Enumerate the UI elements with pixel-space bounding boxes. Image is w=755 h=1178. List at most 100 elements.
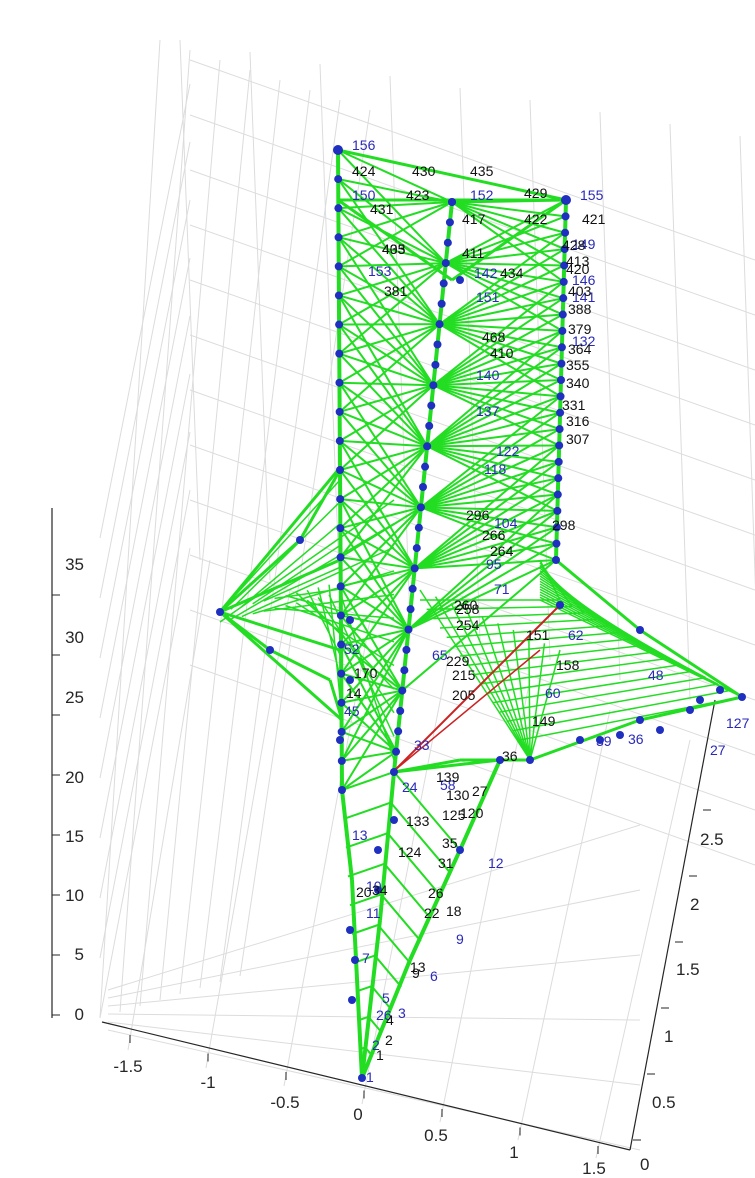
mesh-nodes bbox=[216, 145, 746, 1082]
grid-line bbox=[139, 59, 221, 1007]
mesh-edge bbox=[439, 248, 566, 326]
mesh-node bbox=[553, 506, 562, 515]
mesh-edge bbox=[359, 1046, 366, 1051]
mesh-node bbox=[427, 401, 436, 410]
element-number-label: 14 bbox=[346, 685, 362, 701]
grid-line bbox=[179, 39, 201, 561]
mesh-node bbox=[439, 279, 448, 288]
mesh-node bbox=[408, 584, 417, 593]
mesh-edge bbox=[473, 650, 658, 676]
mesh-edge bbox=[393, 771, 461, 851]
mesh-edge bbox=[439, 323, 562, 365]
mesh-edge bbox=[439, 323, 563, 349]
mesh-node bbox=[738, 693, 746, 701]
axes-grid bbox=[99, 39, 755, 1159]
grid-line bbox=[189, 114, 755, 316]
mesh-node bbox=[560, 245, 569, 254]
mesh-node bbox=[552, 523, 561, 532]
mesh-edge bbox=[407, 493, 559, 631]
mesh-node bbox=[336, 495, 345, 504]
y-tick-label: 2.5 bbox=[700, 830, 724, 849]
mesh-node bbox=[561, 212, 570, 221]
node-number-label: 65 bbox=[432, 647, 448, 663]
element-number-label: 430 bbox=[412, 163, 436, 179]
mesh-node bbox=[335, 320, 344, 329]
element-number-label: 298 bbox=[552, 517, 576, 533]
grid-line bbox=[249, 51, 271, 581]
mesh-node bbox=[555, 425, 564, 434]
mesh-edge bbox=[420, 493, 558, 509]
highlight-edge bbox=[394, 604, 561, 771]
mesh-edge bbox=[439, 323, 562, 381]
node-number-label: 150 bbox=[352, 187, 376, 203]
mesh-node bbox=[556, 408, 565, 417]
mesh-edge bbox=[451, 198, 567, 282]
mesh-node bbox=[337, 756, 346, 765]
mesh-node bbox=[394, 727, 403, 736]
mesh-edge bbox=[427, 445, 559, 463]
node-number-label: 155 bbox=[580, 187, 604, 203]
z-tick-label: 25 bbox=[65, 688, 84, 707]
mesh-edge bbox=[407, 542, 557, 631]
mesh-edge bbox=[338, 323, 441, 384]
node-number-label: 10 bbox=[366, 878, 382, 894]
mesh-edge bbox=[340, 789, 354, 881]
element-number-label: 421 bbox=[582, 211, 606, 227]
node-number-label: 137 bbox=[476, 403, 500, 419]
mesh-edge bbox=[360, 959, 412, 1079]
node-number-label: 6 bbox=[430, 968, 438, 984]
mesh-edge bbox=[241, 546, 395, 618]
mesh-edge bbox=[263, 593, 395, 612]
grid-line bbox=[179, 79, 281, 995]
grid-line bbox=[283, 619, 371, 1087]
element-number-label: 229 bbox=[446, 653, 470, 669]
mesh-edge bbox=[414, 542, 557, 570]
element-number-label: 388 bbox=[568, 301, 592, 317]
element-number-label: 158 bbox=[556, 657, 580, 673]
mesh-edge bbox=[414, 559, 557, 570]
mesh-edge bbox=[306, 599, 395, 690]
mesh-edge bbox=[426, 445, 559, 496]
mesh-edge bbox=[218, 538, 302, 614]
mesh-node bbox=[358, 1074, 366, 1082]
element-number-label: 423 bbox=[406, 187, 430, 203]
element-number-label: 307 bbox=[566, 431, 590, 447]
node-number-label: 60 bbox=[545, 685, 561, 701]
mesh-edge bbox=[459, 638, 633, 657]
element-number-label: 379 bbox=[568, 321, 592, 337]
mesh-edge bbox=[338, 262, 447, 326]
grid-line bbox=[189, 609, 755, 811]
mesh-edge bbox=[426, 362, 562, 448]
mesh-edge bbox=[252, 544, 341, 605]
mesh-edge bbox=[337, 148, 567, 202]
element-number-label: 4 bbox=[386, 1012, 394, 1028]
mesh-edge bbox=[420, 460, 560, 509]
mesh-node bbox=[400, 666, 409, 675]
y-axis-line bbox=[629, 699, 716, 1151]
mesh-edge bbox=[370, 985, 393, 1011]
mesh-edge bbox=[414, 477, 559, 570]
mesh-edge bbox=[341, 771, 395, 791]
mesh-edge bbox=[432, 313, 564, 387]
mesh-edge bbox=[337, 207, 441, 325]
mesh-edge bbox=[419, 589, 531, 761]
node-number-label: 140 bbox=[476, 367, 500, 383]
mesh-edge bbox=[340, 701, 397, 753]
element-number-label: 133 bbox=[406, 813, 430, 829]
mesh-node bbox=[336, 466, 344, 474]
mesh-edge bbox=[528, 636, 531, 761]
mesh-edge bbox=[445, 262, 564, 283]
mesh-edge bbox=[512, 629, 531, 761]
mesh-edge bbox=[339, 439, 428, 448]
y-tick-label: 2 bbox=[690, 895, 699, 914]
x-axis-ticks: -1.5 -1 -0.5 0 0.5 1 1.5 bbox=[113, 1057, 605, 1178]
mesh-edge bbox=[252, 570, 395, 615]
mesh-edge bbox=[340, 628, 409, 646]
mesh-edge bbox=[241, 523, 341, 608]
grid-line bbox=[99, 315, 191, 779]
mesh-node bbox=[414, 523, 423, 532]
element-number-label: 125 bbox=[442, 807, 466, 823]
node-number-label: 2 bbox=[372, 1037, 380, 1053]
mesh-edge bbox=[339, 469, 422, 509]
mesh-edge bbox=[337, 265, 435, 386]
